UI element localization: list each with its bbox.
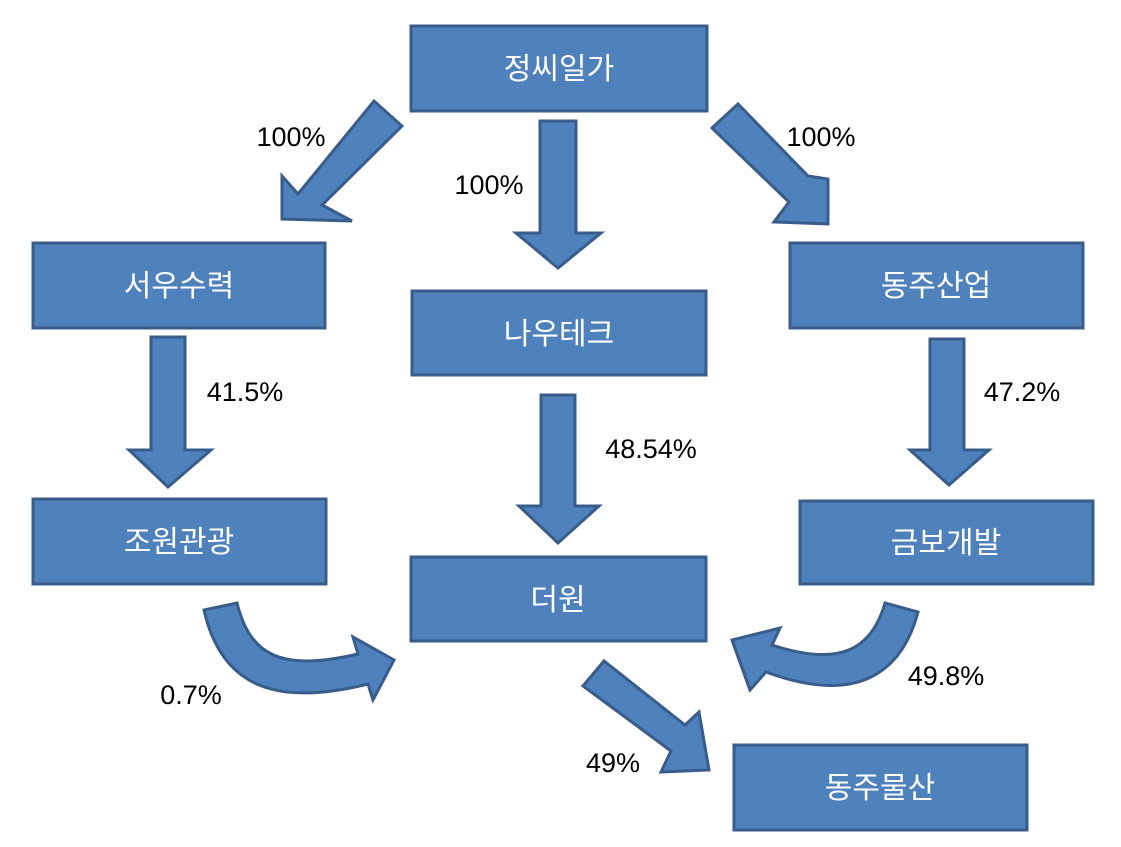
edge-label-jeongssi-nautech: 100% <box>454 170 523 200</box>
node-label: 더원 <box>530 583 585 618</box>
node-label: 금보개발 <box>891 526 1001 561</box>
edge-label-seowoo-jowon: 41.5% <box>207 377 284 407</box>
node-label: 나우테크 <box>504 317 614 352</box>
node-label: 동주물산 <box>825 771 935 806</box>
node-geumbo: 금보개발 <box>798 499 1095 586</box>
node-label: 서우수력 <box>124 269 234 304</box>
edge-label-dongju-industry-geumbo: 47.2% <box>984 377 1061 407</box>
arrow-dongju-industry-to-geumbo <box>906 337 993 488</box>
edge-label-geumbo-theone: 49.8% <box>908 661 985 691</box>
node-label: 정씨일가 <box>504 52 614 87</box>
edge-label-theone-dongju-trading: 49% <box>586 748 640 778</box>
node-theone: 더원 <box>409 555 708 643</box>
node-label: 조원관광 <box>124 525 234 560</box>
node-jeongssi: 정씨일가 <box>409 24 709 113</box>
node-nautech: 나우테크 <box>410 289 708 377</box>
edge-label-jeongssi-dongju-industry: 100% <box>786 122 855 152</box>
arrow-jeongssi-to-seowoo <box>280 98 405 223</box>
arrow-theone-to-dongju-trading <box>580 658 711 774</box>
edge-label-jowon-theone: 0.7% <box>160 680 222 710</box>
node-jowon: 조원관광 <box>31 497 328 586</box>
arrow-jowon-to-theone <box>202 601 397 704</box>
arrow-nautech-to-theone <box>515 393 603 546</box>
edge-label-nautech-theone: 48.54% <box>605 434 697 464</box>
arrow-jeongssi-to-dongju-industry <box>709 101 830 226</box>
node-label: 동주산업 <box>881 269 991 304</box>
node-dongju-industry: 동주산업 <box>788 241 1085 330</box>
arrow-seowoo-to-jowon <box>125 335 216 490</box>
arrow-jeongssi-to-nautech <box>511 119 606 270</box>
node-seowoo: 서우수력 <box>31 241 327 330</box>
edge-label-jeongssi-seowoo: 100% <box>256 122 325 152</box>
node-dongju-trading: 동주물산 <box>732 743 1029 832</box>
arrow-geumbo-to-theone <box>730 601 920 693</box>
